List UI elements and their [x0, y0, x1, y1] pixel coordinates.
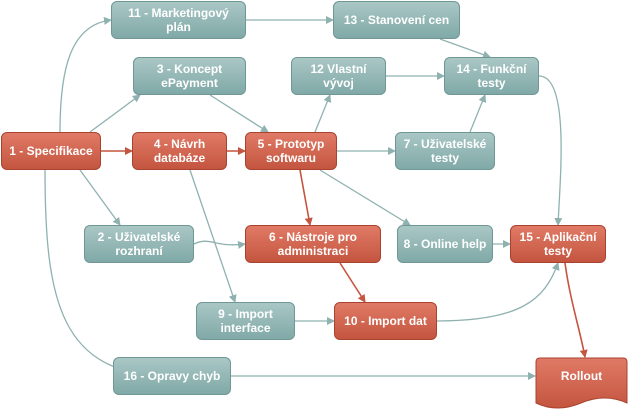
- task-node-12[interactable]: 12 Vlastní vývoj: [291, 57, 386, 95]
- task-node-1[interactable]: 1 - Specifikace: [1, 132, 101, 170]
- task-node-3[interactable]: 3 - Koncept ePayment: [133, 57, 246, 95]
- task-node-2[interactable]: 2 - Uživatelské rozhraní: [84, 225, 194, 263]
- task-node-16[interactable]: 16 - Opravy chyb: [113, 357, 231, 395]
- arrow-n1-to-n3: [89, 94, 141, 133]
- task-node-6[interactable]: 6 - Nástroje pro administraci: [245, 225, 381, 263]
- task-node-5[interactable]: 5 - Prototyp softwaru: [245, 132, 337, 170]
- arrow-n13-to-n14: [439, 38, 491, 59]
- arrow-n7-to-n14: [469, 94, 487, 133]
- arrow-n5-to-n8: [319, 169, 411, 226]
- task-node-4[interactable]: 4 - Návrh databáze: [132, 132, 227, 170]
- arrow-n10-to-n15: [436, 262, 560, 322]
- task-node-14[interactable]: 14 - Funkční testy: [444, 57, 539, 95]
- rollout-label: Rollout: [560, 369, 603, 383]
- arrow-n4-to-n9: [189, 169, 237, 303]
- arrow-n15-to-rollout: [564, 262, 588, 358]
- task-node-15[interactable]: 15 - Aplikační testy: [510, 225, 606, 263]
- task-node-11[interactable]: 11 - Marketingový plán: [111, 1, 246, 39]
- task-node-7[interactable]: 7 - Uživatelské testy: [395, 132, 495, 170]
- arrow-n2-to-n6: [193, 240, 246, 249]
- task-node-10[interactable]: 10 - Import dat: [334, 302, 437, 340]
- arrow-n5-to-n6: [299, 169, 313, 226]
- rollout-document-shape[interactable]: [535, 357, 628, 411]
- arrow-n5-to-n12: [314, 94, 332, 133]
- arrow-n3-to-n5: [209, 94, 269, 133]
- arrow-n1-to-n2: [79, 169, 121, 226]
- task-node-8[interactable]: 8 - Online help: [397, 225, 493, 263]
- arrow-n1-to-n16: [44, 169, 171, 380]
- task-node-9[interactable]: 9 - Import interface: [196, 302, 295, 340]
- task-node-13[interactable]: 13 - Stanovení cen: [333, 1, 460, 39]
- arrow-n6-to-n10: [339, 262, 366, 303]
- arrow-n14-to-n15: [538, 75, 563, 226]
- arrow-n1-to-n11: [59, 16, 112, 133]
